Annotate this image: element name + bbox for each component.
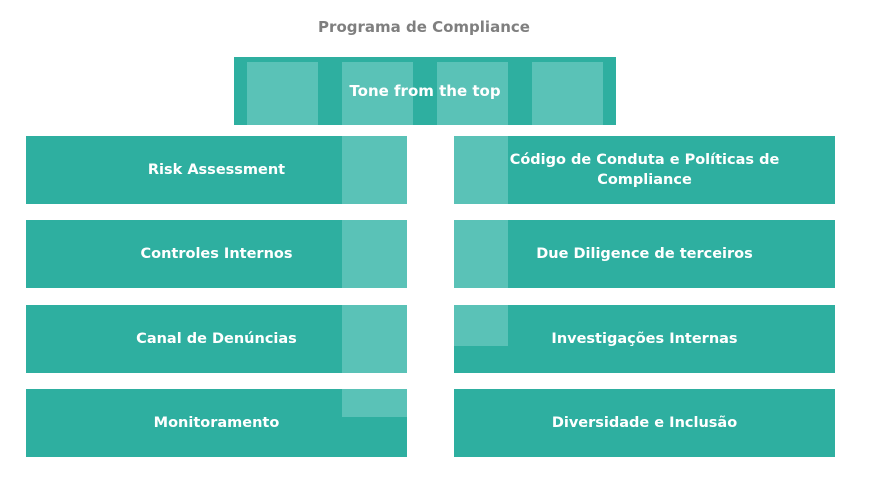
box-label: Investigações Internas bbox=[551, 331, 738, 347]
box-label: Risk Assessment bbox=[147, 162, 286, 178]
codigo-de-conduta-box: Código de Conduta e Políticas de Complia… bbox=[454, 136, 835, 204]
decorative-shade bbox=[437, 62, 508, 125]
decorative-shade bbox=[454, 305, 508, 346]
decorative-shade bbox=[342, 305, 407, 373]
decorative-shade bbox=[454, 220, 508, 288]
box-label: Código de Conduta e Políticas de Complia… bbox=[509, 152, 780, 188]
risk-assessment-box: Risk Assessment bbox=[26, 136, 407, 204]
decorative-shade bbox=[342, 62, 413, 125]
decorative-shade bbox=[342, 220, 407, 288]
canal-de-denuncias-box: Canal de Denúncias bbox=[26, 305, 407, 373]
box-label: Monitoramento bbox=[153, 415, 280, 431]
box-label: Due Diligence de terceiros bbox=[536, 246, 753, 262]
decorative-shade bbox=[247, 62, 318, 125]
tone-from-the-top-box: Tone from the top bbox=[234, 57, 616, 125]
box-label: Canal de Denúncias bbox=[136, 331, 297, 347]
controles-internos-box: Controles Internos bbox=[26, 220, 407, 288]
decorative-shade bbox=[532, 62, 603, 125]
decorative-shade bbox=[454, 136, 508, 204]
box-label: Tone from the top bbox=[349, 82, 501, 100]
box-label: Controles Internos bbox=[140, 246, 293, 262]
investigacoes-internas-box: Investigações Internas bbox=[454, 305, 835, 373]
diagram-title: Programa de Compliance bbox=[318, 18, 530, 36]
decorative-shade bbox=[342, 389, 407, 417]
due-diligence-box: Due Diligence de terceiros bbox=[454, 220, 835, 288]
decorative-shade bbox=[342, 136, 407, 204]
monitoramento-box: Monitoramento bbox=[26, 389, 407, 457]
box-label: Diversidade e Inclusão bbox=[551, 415, 738, 431]
diversidade-e-inclusao-box: Diversidade e Inclusão bbox=[454, 389, 835, 457]
